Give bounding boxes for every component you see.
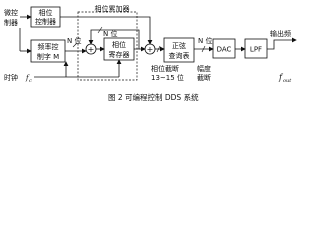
phase-accumulator-dashed-box (77, 11, 138, 81)
mcu-label-1: 微控 (4, 8, 18, 17)
amplitude-truncation-label-2: 截断 (197, 73, 211, 82)
n-bits-top-label: N 位 (103, 29, 117, 38)
clock-label: 时钟 (4, 73, 18, 82)
feedback-loop-arrow (88, 29, 140, 50)
phase-register-label-2: 寄存器 (109, 50, 130, 59)
clock-fc-label: f (25, 74, 30, 82)
lpf-block (244, 38, 268, 59)
dac-label: DAC (217, 46, 232, 54)
truncation-slash (156, 45, 161, 53)
n-bits-mid-label: N 位 (67, 36, 81, 45)
adder-1-plus: + (88, 45, 95, 54)
freq-controller-label-2: 制字 M (37, 52, 59, 61)
phase-ctrl-to-adder2-arrow (60, 16, 153, 45)
output-label: 输出频 (270, 29, 291, 38)
phase-register-label-1: 相位 (112, 40, 126, 49)
figure-title: 可编程控制 DDS 系统 (125, 92, 199, 102)
n-bits-right-slash (201, 45, 206, 53)
sine-table-label-1: 正弦 (172, 41, 186, 50)
figure-number: 图 2 (108, 93, 123, 102)
lpf-label: LPF (250, 46, 262, 54)
f-out-label: f (278, 73, 284, 82)
lpf-to-output-arrow (267, 37, 297, 50)
adder-2-plus: + (147, 45, 154, 54)
sine-table-block (163, 37, 195, 63)
dds-block-diagram: 微控 制器 相位 控制器 频率控 制字 M 相位累加器 + N 位 相位 寄存器… (0, 0, 300, 106)
n-bits-top-slash (97, 26, 103, 34)
f-out-sub: out (283, 78, 292, 84)
phase-truncation-label-1: 相位截断 (151, 64, 179, 73)
sine-table-label-2: 查询表 (169, 51, 190, 60)
diagram-svg: 微控 制器 相位 控制器 频率控 制字 M 相位累加器 + N 位 相位 寄存器… (4, 4, 297, 102)
dac-block (212, 38, 236, 59)
amplitude-truncation-label-1: 幅度 (197, 64, 211, 73)
n-bits-right-label: N 位 (198, 36, 212, 45)
freq-controller-label-1: 频率控 (38, 42, 59, 51)
phase-controller-label-1: 相位 (39, 8, 53, 17)
n-bits-mid-slash (72, 42, 78, 48)
clock-fc-sub: c (29, 78, 32, 84)
phase-truncation-label-2: 13~15 位 (151, 73, 184, 82)
mcu-label-2: 制器 (4, 18, 18, 27)
phase-controller-label-2: 控制器 (35, 17, 56, 26)
phase-accumulator-label: 相位累加器 (95, 4, 130, 13)
